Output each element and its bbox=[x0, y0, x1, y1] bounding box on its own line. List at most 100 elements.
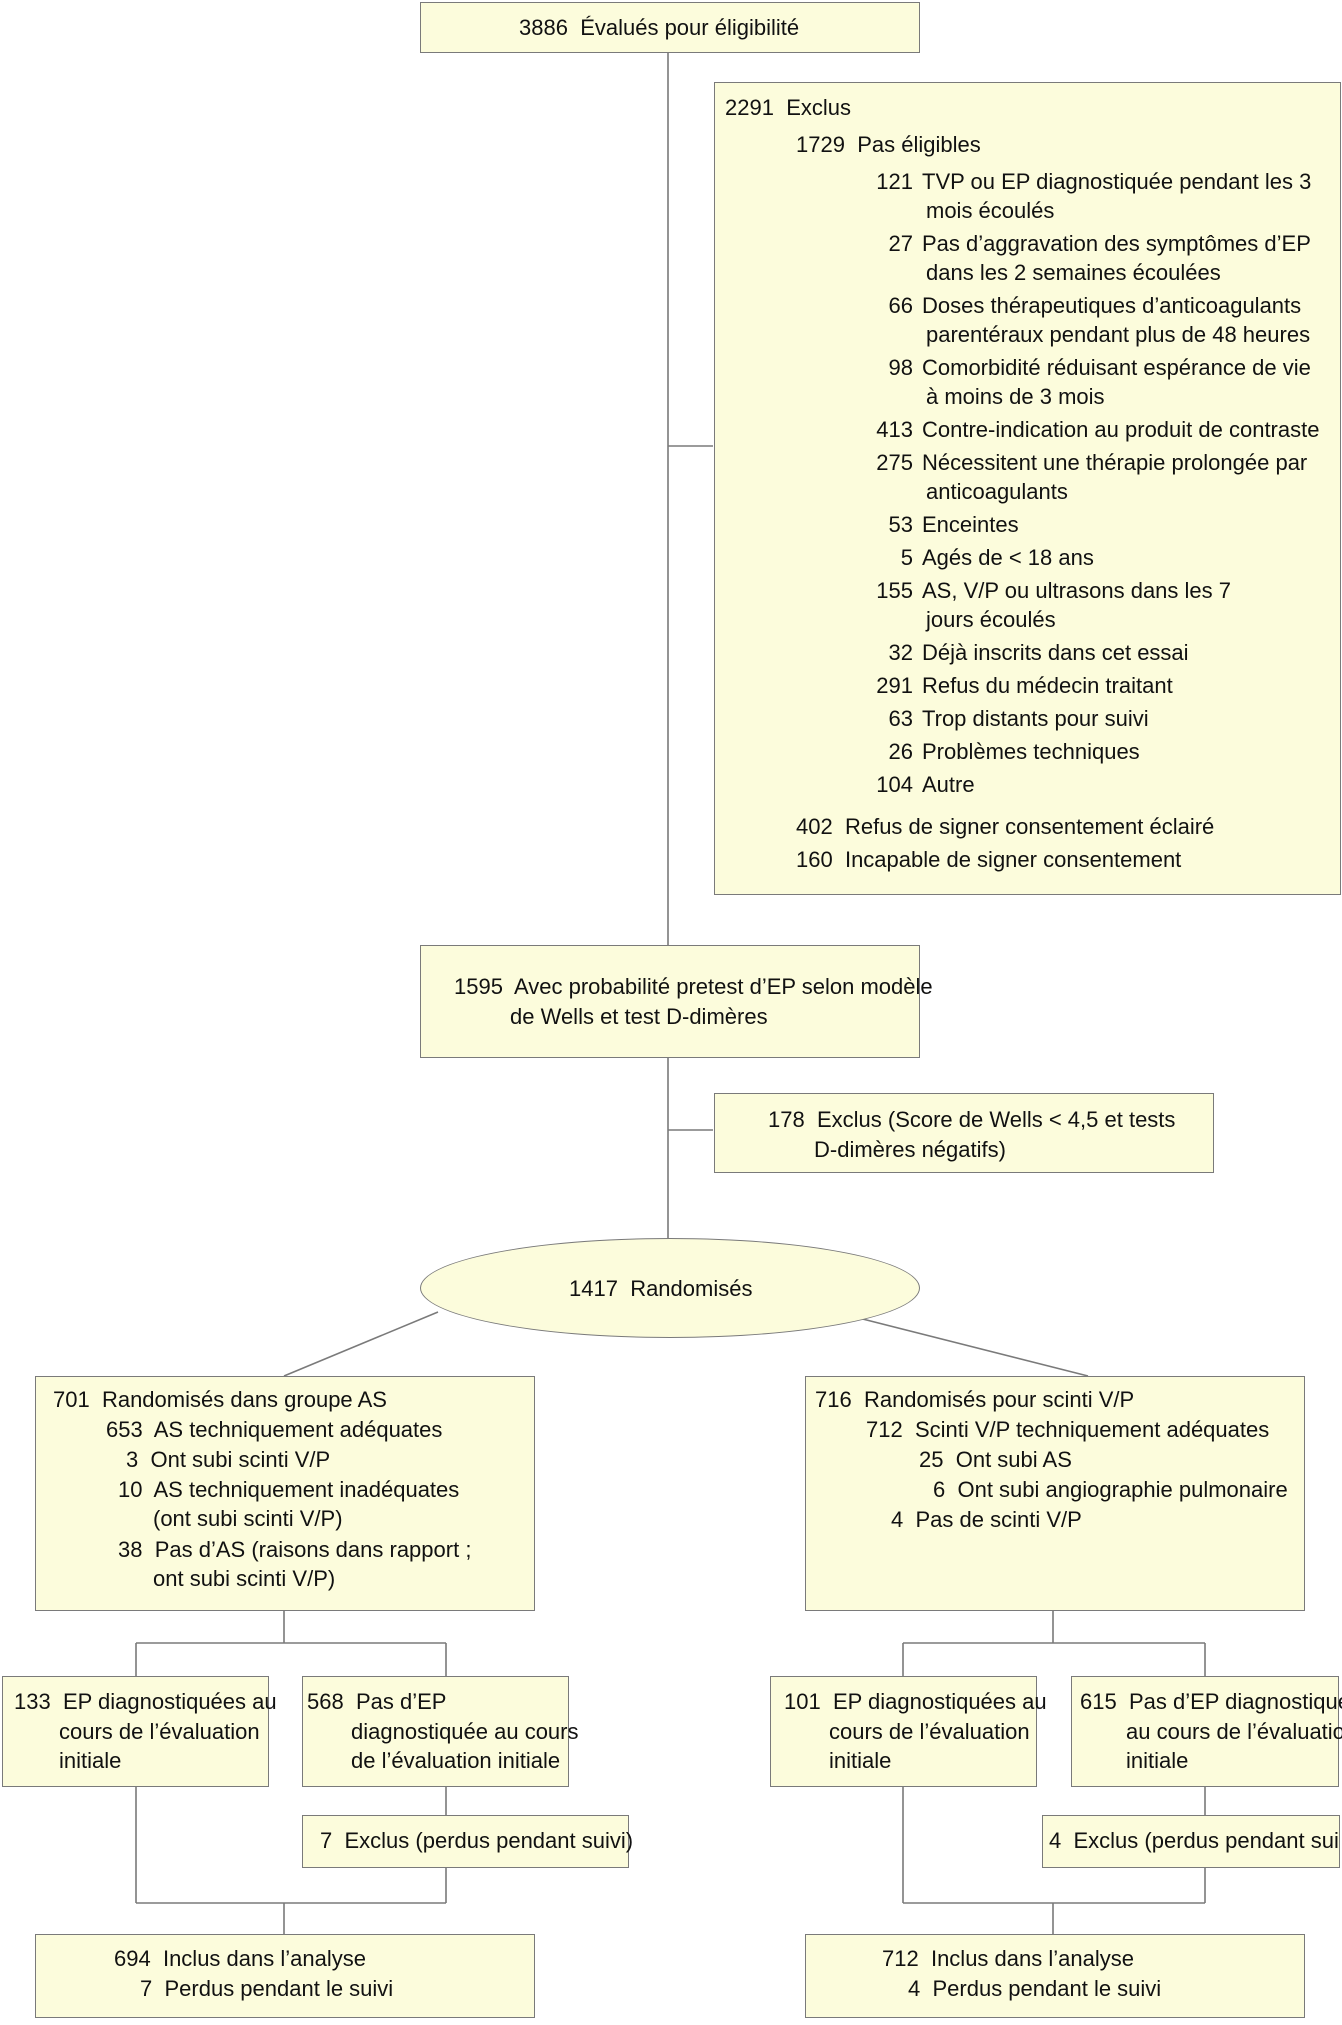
ctpa-lost-box: 7 Exclus (perdus pendant suivi) bbox=[302, 1815, 633, 1868]
ctpa-pe-line-1: 133 EP diagnostiquées au bbox=[14, 1689, 277, 1714]
exclusion-reason-text: Problèmes techniques bbox=[922, 739, 1140, 764]
ctpa-pe-line-2: cours de l’évaluation bbox=[59, 1719, 260, 1744]
vq-no-vq-line: 4 Pas de scinti V/P bbox=[891, 1507, 1082, 1532]
vq-lost-followup-line: 4 Perdus pendant le suivi bbox=[908, 1976, 1162, 2001]
exclusion-reason-continuation: jours écoulés bbox=[926, 607, 1056, 632]
exclusion-reason-continuation: mois écoulés bbox=[926, 198, 1055, 223]
exclusion-reason-count: 413 bbox=[876, 417, 913, 442]
exclusion-reason: 53 Enceintes bbox=[861, 510, 1019, 540]
exclusion-reason-text: Nécessitent une thérapie prolongée par bbox=[922, 450, 1308, 475]
vq-had-ctpa-line: 25 Ont subi AS bbox=[919, 1447, 1072, 1472]
exclusion-reason-count: 98 bbox=[888, 355, 913, 380]
exclusion-reason-text: Agés de < 18 ans bbox=[922, 545, 1094, 570]
exclusion-reason: 98 Comorbidité réduisant espérance de vie bbox=[861, 353, 1311, 383]
exclusion-reason-text: Autre bbox=[922, 772, 975, 797]
ctpa-no-pe-line-3: de l’évaluation initiale bbox=[351, 1748, 561, 1773]
assessed-count: 3886 bbox=[519, 15, 568, 40]
exclusion-reason: 155 AS, V/P ou ultrasons dans les 7 bbox=[861, 576, 1231, 606]
ctpa-no-pe-line-1: 568 Pas d’EP bbox=[307, 1689, 447, 1714]
pretest-box: 1595 Avec probabilité pretest d’EP selon… bbox=[420, 945, 933, 1058]
refused-consent-line: 402 Refus de signer consentement éclairé bbox=[796, 814, 1215, 839]
exclusion-reason: 5 Agés de < 18 ans bbox=[861, 543, 1094, 573]
exclusion-reason-text: Refus du médecin traitant bbox=[922, 673, 1173, 698]
vq-analysis-box: 712 Inclus dans l’analyse 4 Perdus penda… bbox=[805, 1934, 1305, 2018]
vq-lost-box: 4 Exclus (perdus pendant suivi bbox=[1042, 1815, 1340, 1868]
ctpa-arm-header: 701 Randomisés dans groupe AS bbox=[53, 1387, 387, 1412]
exclusion-reason-count: 32 bbox=[888, 640, 913, 665]
wells-excluded-line-2: D-dimères négatifs) bbox=[814, 1137, 1006, 1162]
vq-pe-box: 101 EP diagnostiquées au cours de l’éval… bbox=[770, 1676, 1047, 1787]
exclusion-reason: 63 Trop distants pour suivi bbox=[861, 704, 1149, 734]
exclusion-reason-count: 5 bbox=[900, 545, 913, 570]
ctpa-adequate-line: 653 AS techniquement adéquates bbox=[106, 1417, 443, 1442]
exclusion-reason-count: 275 bbox=[876, 450, 913, 475]
exclusion-reason-count: 121 bbox=[876, 169, 913, 194]
vq-pe-line-1: 101 EP diagnostiquées au bbox=[784, 1689, 1047, 1714]
vq-included-line: 712 Inclus dans l’analyse bbox=[882, 1946, 1134, 1971]
exclusion-reason: 32 Déjà inscrits dans cet essai bbox=[861, 638, 1189, 668]
ctpa-no-ctpa-line-1: 38 Pas d’AS (raisons dans rapport ; bbox=[118, 1537, 472, 1562]
exclusion-reason-text: Comorbidité réduisant espérance de vie bbox=[922, 355, 1311, 380]
exclusion-reason-count: 63 bbox=[888, 706, 913, 731]
ctpa-had-vq-line: 3 Ont subi scinti V/P bbox=[126, 1447, 331, 1472]
exclusion-reason: 66 Doses thérapeutiques d’anticoagulants bbox=[861, 291, 1302, 321]
vq-pe-line-2: cours de l’évaluation bbox=[829, 1719, 1030, 1744]
exclusion-reason-continuation: dans les 2 semaines écoulées bbox=[926, 260, 1221, 285]
vq-no-pe-line-1: 615 Pas d’EP diagnostiquée bbox=[1080, 1689, 1342, 1714]
unable-consent-line: 160 Incapable de signer consentement bbox=[796, 847, 1182, 872]
exclusion-reason: 104 Autre bbox=[861, 770, 975, 800]
exclusion-reason-text: Pas d’aggravation des symptômes d’EP bbox=[922, 231, 1311, 256]
vq-pe-line-3: initiale bbox=[829, 1748, 892, 1773]
ctpa-no-pe-line-2: diagnostiquée au cours bbox=[351, 1719, 579, 1744]
ctpa-lost-followup-line: 7 Perdus pendant le suivi bbox=[140, 1976, 394, 2001]
exclusion-reason-text: Contre-indication au produit de contrast… bbox=[922, 417, 1320, 442]
exclusion-reason: 26 Problèmes techniques bbox=[861, 737, 1140, 767]
exclusion-reason: 275 Nécessitent une thérapie prolongée pa… bbox=[861, 448, 1307, 478]
assessed-label: 3886 Évalués pour éligibilité bbox=[519, 13, 799, 43]
ctpa-no-pe-box: 568 Pas d’EP diagnostiquée au cours de l… bbox=[302, 1676, 579, 1787]
exclusion-reason-text: Trop distants pour suivi bbox=[922, 706, 1149, 731]
exclusion-reason-text: Doses thérapeutiques d’anticoagulants bbox=[922, 293, 1302, 318]
vq-no-pe-line-2: au cours de l’évaluation bbox=[1126, 1719, 1342, 1744]
exclusion-reason-text: Enceintes bbox=[922, 512, 1019, 537]
ctpa-pe-line-3: initiale bbox=[59, 1748, 122, 1773]
wells-excluded-box: 178 Exclus (Score de Wells < 4,5 et test… bbox=[714, 1093, 1214, 1173]
excluded-main-header: 2291 Exclus bbox=[725, 95, 851, 120]
vq-angio-line: 6 Ont subi angiographie pulmonaire bbox=[933, 1477, 1288, 1502]
exclusion-reason-continuation: anticoagulants bbox=[926, 479, 1068, 504]
assessed-text: Évalués pour éligibilité bbox=[580, 15, 800, 40]
ctpa-analysis-box: 694 Inclus dans l’analyse 7 Perdus penda… bbox=[35, 1934, 535, 2018]
vq-adequate-line: 712 Scinti V/P techniquement adéquates bbox=[866, 1417, 1270, 1442]
wells-excluded-line-1: 178 Exclus (Score de Wells < 4,5 et test… bbox=[768, 1107, 1176, 1132]
ctpa-inadequate-line-1: 10 AS techniquement inadéquates bbox=[118, 1477, 460, 1502]
ctpa-arm-box: 701 Randomisés dans groupe AS 653 AS tec… bbox=[35, 1376, 535, 1611]
not-eligible-header: 1729 Pas éligibles bbox=[796, 132, 981, 157]
exclusion-reason-text: AS, V/P ou ultrasons dans les 7 bbox=[922, 578, 1231, 603]
exclusion-reason-count: 27 bbox=[888, 231, 913, 256]
exclusion-reason-continuation: parentéraux pendant plus de 48 heures bbox=[926, 322, 1311, 347]
exclusion-reason-continuation: à moins de 3 mois bbox=[926, 384, 1105, 409]
exclusion-reason-count: 53 bbox=[888, 512, 913, 537]
vq-lost-label: 4 Exclus (perdus pendant suivi bbox=[1049, 1828, 1340, 1853]
assessed-box: 3886 Évalués pour éligibilité bbox=[420, 2, 920, 53]
exclusion-reason-count: 104 bbox=[876, 772, 913, 797]
exclusion-reason: 27 Pas d’aggravation des symptômes d’EP bbox=[861, 229, 1311, 259]
ctpa-inadequate-line-2: (ont subi scinti V/P) bbox=[153, 1506, 343, 1531]
ctpa-pe-box: 133 EP diagnostiquées au cours de l’éval… bbox=[2, 1676, 277, 1787]
vq-no-pe-line-3: initiale bbox=[1126, 1748, 1189, 1773]
exclusion-reason-text: TVP ou EP diagnostiquée pendant les 3 bbox=[922, 169, 1312, 194]
exclusion-reason-count: 66 bbox=[888, 293, 913, 318]
exclusion-reason-text: Déjà inscrits dans cet essai bbox=[922, 640, 1189, 665]
exclusion-reason-count: 155 bbox=[876, 578, 913, 603]
randomized-ellipse: 1417 Randomisés bbox=[420, 1238, 920, 1338]
vq-no-pe-box: 615 Pas d’EP diagnostiquée au cours de l… bbox=[1071, 1676, 1342, 1787]
randomized-label: 1417 Randomisés bbox=[569, 1276, 753, 1301]
vq-arm-box: 716 Randomisés pour scinti V/P 712 Scint… bbox=[805, 1376, 1305, 1611]
ctpa-included-line: 694 Inclus dans l’analyse bbox=[114, 1946, 366, 1971]
exclusion-reason: 121 TVP ou EP diagnostiquée pendant les 3 bbox=[861, 167, 1311, 197]
vq-arm-header: 716 Randomisés pour scinti V/P bbox=[815, 1387, 1135, 1412]
exclusion-reason: 413 Contre-indication au produit de contr… bbox=[861, 415, 1319, 445]
exclusion-reason-count: 26 bbox=[888, 739, 913, 764]
